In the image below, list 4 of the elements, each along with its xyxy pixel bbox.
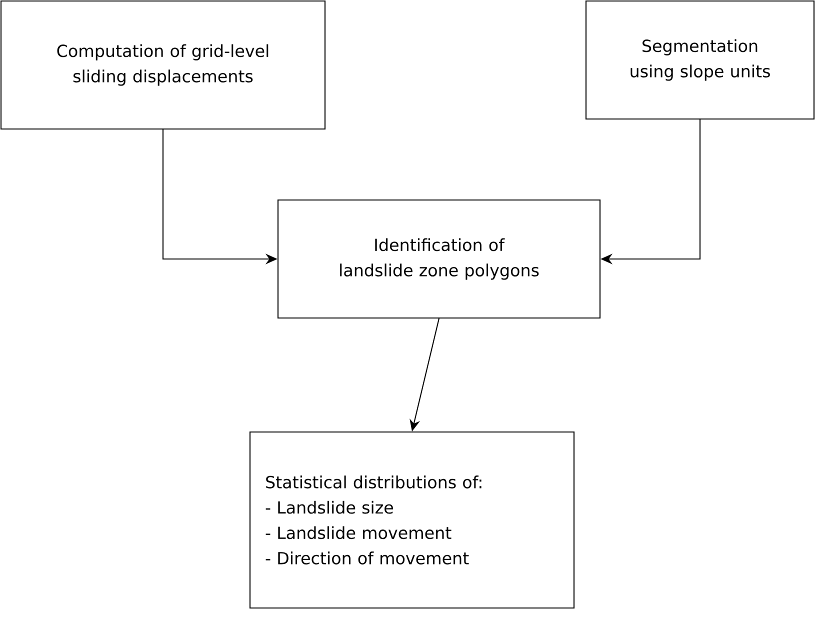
process-box: Segmentation using slope units bbox=[585, 0, 815, 120]
process-box: Identification of landslide zone polygons bbox=[277, 199, 601, 319]
process-box: Statistical distributions of: - Landslide size - Landslide movement - Direction of movement bbox=[249, 431, 575, 609]
process-box: Computation of grid-level sliding displacements bbox=[0, 0, 326, 130]
